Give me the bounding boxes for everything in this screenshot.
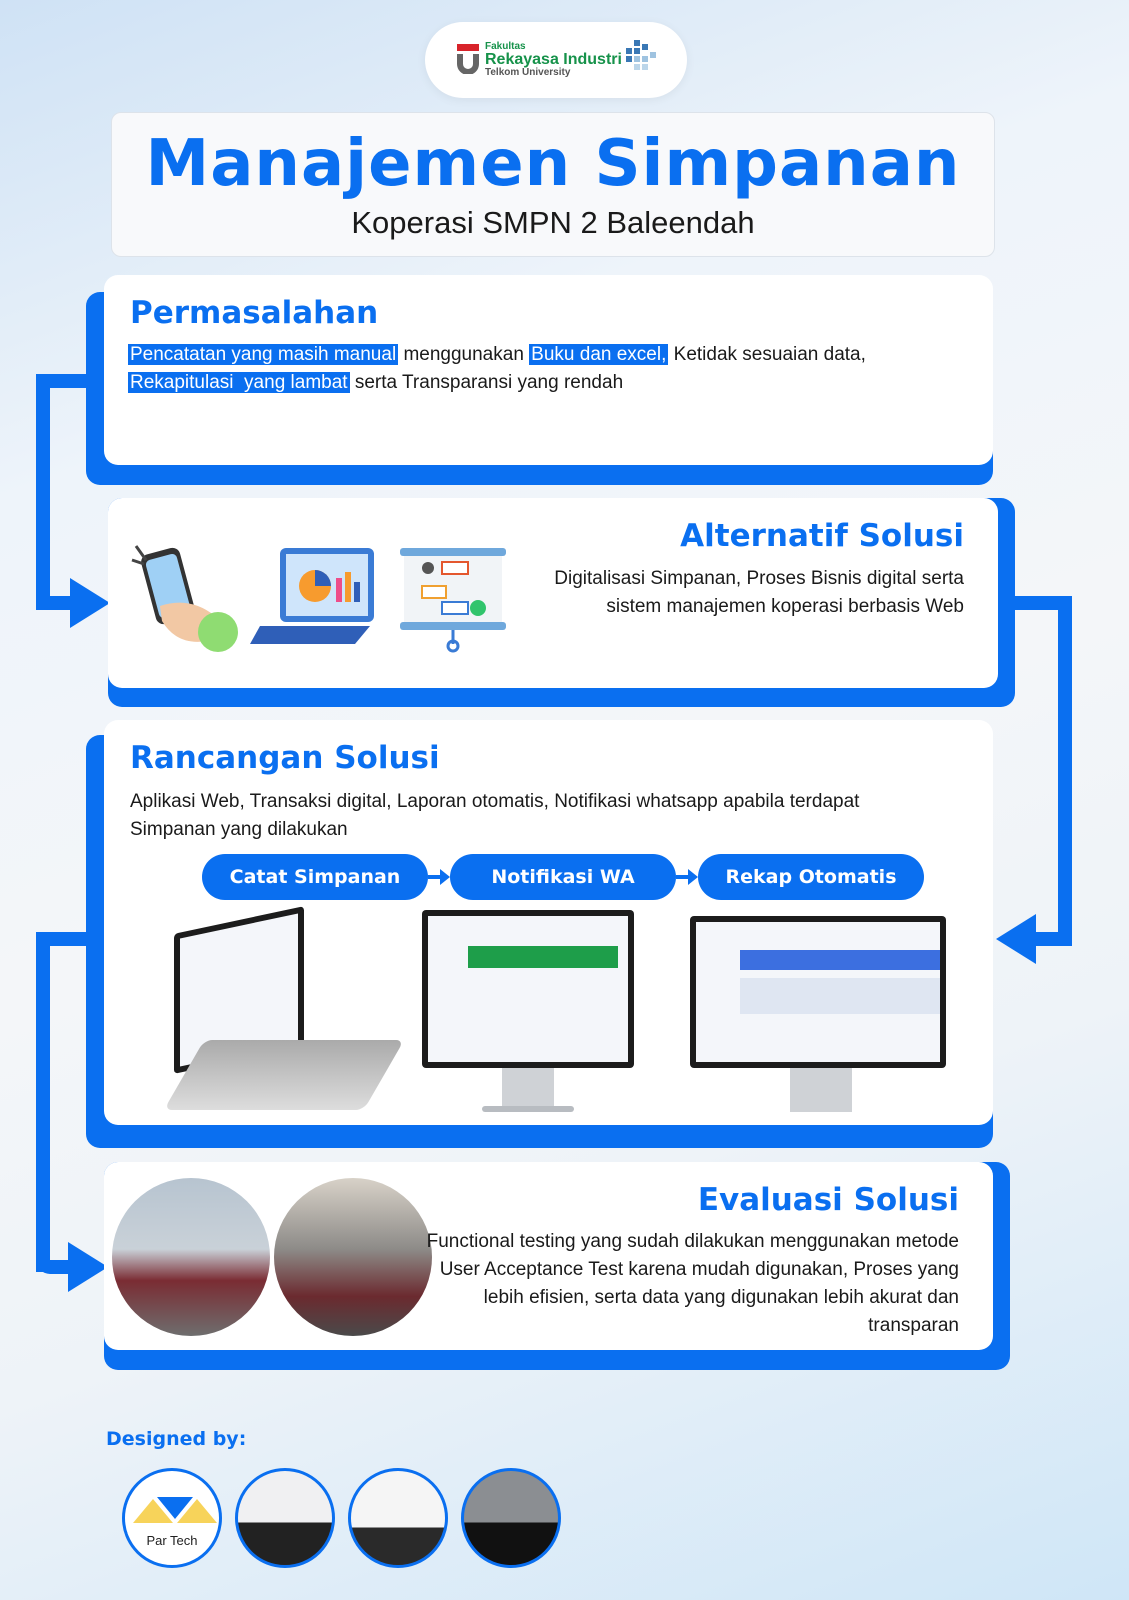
partech-label: Par Tech — [146, 1533, 198, 1548]
monitor-mockup-notifikasi — [422, 910, 634, 1120]
alternatif-body: Digitalisasi Simpanan, Proses Bisnis dig… — [554, 568, 964, 617]
step-rekap-otomatis: Rekap Otomatis — [698, 854, 924, 900]
alternatif-card: Alternatif Solusi Digitalisasi Simpanan,… — [108, 498, 998, 688]
arrow-right-icon — [68, 1242, 108, 1292]
designer-photo — [461, 1468, 561, 1568]
step-arrow-icon — [676, 869, 698, 885]
highlight-text: Pencatatan yang masih manual — [128, 344, 399, 365]
laptop-mockup — [163, 906, 405, 1120]
body-text: menggunakan — [398, 344, 530, 365]
permasalahan-heading: Permasalahan — [130, 295, 379, 331]
designed-by-label: Designed by: — [106, 1428, 247, 1450]
arrow-right-icon — [70, 578, 110, 628]
body-text: serta Transparansi yang rendah — [349, 372, 624, 393]
logo-header: Fakultas Rekayasa Industri Telkom Univer… — [425, 22, 687, 98]
step-notifikasi-wa: Notifikasi WA — [450, 854, 676, 900]
highlight-text: Buku dan excel, — [529, 344, 669, 365]
connector — [1030, 932, 1072, 946]
connector — [36, 374, 98, 388]
connector — [36, 932, 98, 946]
flowchart-board-illustration-icon — [400, 548, 506, 653]
body-text: Ketidak sesuaian data, — [668, 344, 866, 365]
connector — [1010, 596, 1072, 610]
arrow-left-icon — [996, 914, 1036, 964]
connector — [36, 374, 50, 610]
page-subtitle: Koperasi SMPN 2 Baleendah — [351, 205, 755, 240]
connector — [36, 596, 76, 610]
faculty-logo-text: Fakultas Rekayasa Industri Telkom Univer… — [485, 42, 622, 78]
sistem-informasi-logo-icon — [626, 40, 656, 70]
permasalahan-body: Pencatatan yang masih manual menggunakan… — [128, 341, 928, 397]
evaluasi-body: Functional testing yang sudah dilakukan … — [426, 1231, 959, 1336]
phone-hand-illustration-icon — [131, 545, 238, 652]
logo-line3: Telkom University — [485, 67, 571, 78]
designer-photo — [348, 1468, 448, 1568]
logo-line1: Fakultas — [485, 41, 526, 52]
permasalahan-card: Permasalahan Pencatatan yang masih manua… — [104, 275, 993, 465]
highlight-text: Rekapitulasi yang lambat — [128, 372, 350, 393]
step-arrow-icon — [428, 869, 450, 885]
step-catat-simpanan: Catat Simpanan — [202, 854, 428, 900]
testing-photo-classroom — [274, 1178, 432, 1336]
rancangan-card: Rancangan Solusi Aplikasi Web, Transaksi… — [104, 720, 993, 1125]
partech-logo-icon — [133, 1497, 217, 1523]
telkom-logo-icon — [457, 44, 479, 74]
rancangan-heading: Rancangan Solusi — [130, 740, 440, 776]
logo-line2: Rekayasa Industri — [485, 51, 622, 68]
monitor-mockup-rekap — [690, 916, 946, 1120]
connector — [36, 932, 50, 1272]
title-card: Manajemen Simpanan Koperasi SMPN 2 Balee… — [111, 112, 995, 257]
evaluasi-card: Evaluasi Solusi Functional testing yang … — [104, 1162, 993, 1350]
laptop-chart-illustration-icon — [250, 548, 374, 644]
team-photo-school — [112, 1178, 270, 1336]
alternatif-heading: Alternatif Solusi — [680, 518, 964, 554]
partech-logo: Par Tech — [122, 1468, 222, 1568]
rancangan-body: Aplikasi Web, Transaksi digital, Laporan… — [130, 791, 860, 840]
designer-photo — [235, 1468, 335, 1568]
connector — [36, 1260, 76, 1274]
connector — [1058, 596, 1072, 946]
evaluasi-heading: Evaluasi Solusi — [697, 1182, 959, 1218]
page-title: Manajemen Simpanan — [145, 127, 961, 201]
